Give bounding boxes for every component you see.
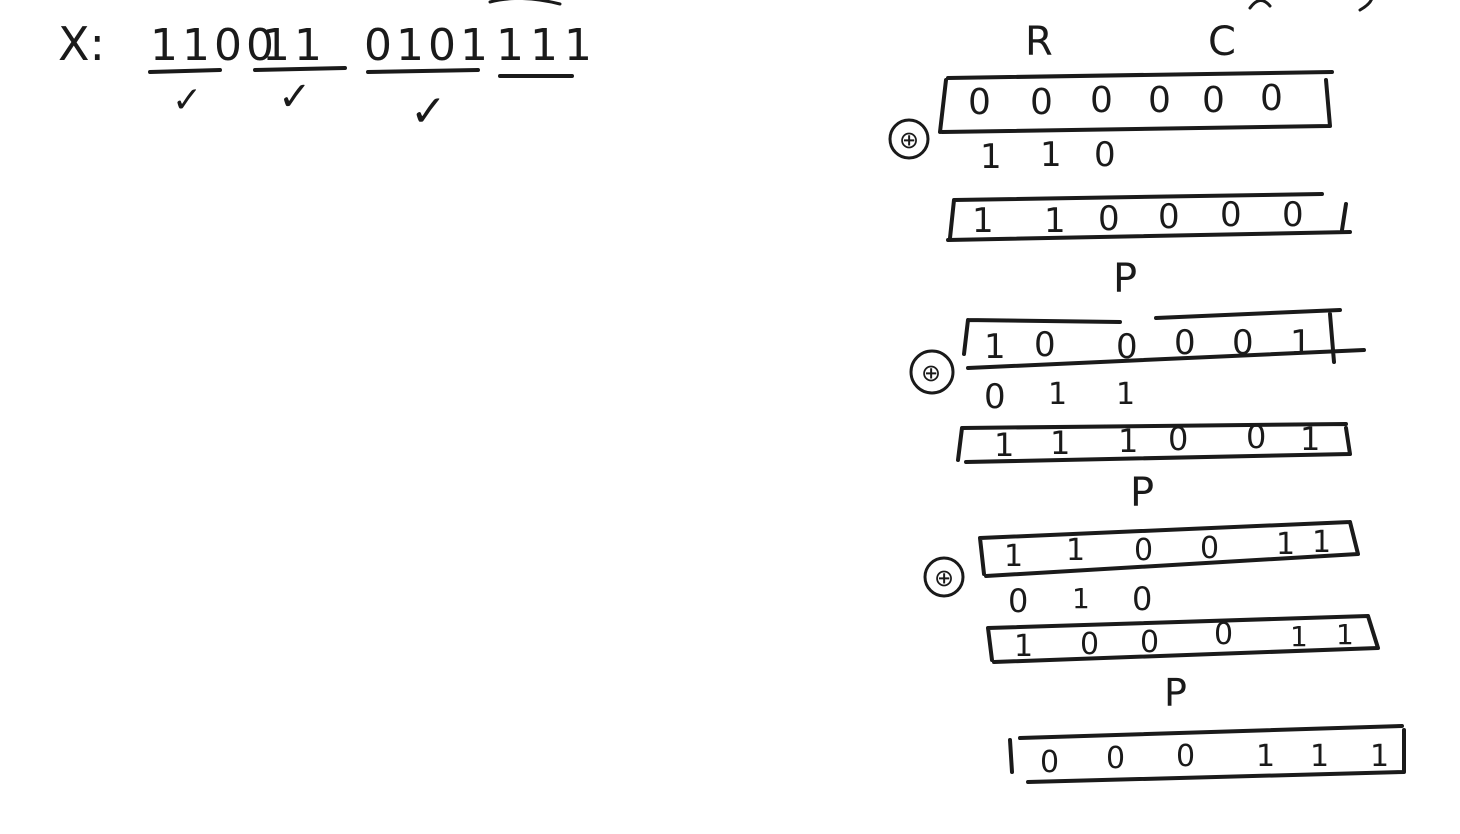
round-3-perm-bit-3: 0 xyxy=(1176,739,1195,774)
round-3-absorb-bit-2: 1 xyxy=(1072,582,1090,615)
round-3-absorb-bit-3: 0 xyxy=(1132,580,1152,618)
round-3-xor-state-box xyxy=(986,614,1380,664)
input-block-2: 11 xyxy=(262,20,326,71)
round-3-absorb-bit-1: 0 xyxy=(1008,582,1028,620)
initial-bit-1: 0 xyxy=(968,82,991,123)
round-3-xor-bit-4: 0 xyxy=(1214,617,1233,652)
initial-bit-3: 0 xyxy=(1090,80,1113,121)
round-3: ⊕ 0 1 0 1 0 0 0 1 1 P 0 0 0 1 1 1 xyxy=(923,556,1406,784)
round-2-absorb-bit-1: 0 xyxy=(984,377,1006,417)
round-3-perm-bit-2: 0 xyxy=(1106,741,1125,776)
round-2-xor-bit-6: 1 xyxy=(1300,420,1320,458)
sponge-diagram: R C 0 0 0 0 0 0 ⊕ 1 1 0 1 1 0 0 0 0 P xyxy=(888,19,1406,784)
round-1-perm-bit-4: 0 xyxy=(1174,323,1196,363)
initial-bit-6: 0 xyxy=(1260,78,1283,119)
round-3-perm-bit-1: 0 xyxy=(1040,745,1059,780)
round-1-perm-bit-3: 0 xyxy=(1116,327,1138,367)
round-3-xor-bit-3: 0 xyxy=(1140,625,1159,660)
round-3-xor-bit-2: 0 xyxy=(1080,627,1099,662)
round-1-perm-state-box xyxy=(962,308,1366,370)
round-1-perm-bit-6: 1 xyxy=(1290,323,1312,363)
round-2-absorb-bit-2: 1 xyxy=(1048,377,1067,412)
round-1-xor-circle xyxy=(888,118,930,160)
round-3-xor-bit-5: 1 xyxy=(1290,620,1308,653)
round-2-perm-bit-4: 0 xyxy=(1200,531,1219,566)
round-3-perm-state-box xyxy=(1008,724,1406,784)
input-block-4: 111 xyxy=(496,20,598,71)
input-label: X: xyxy=(58,17,105,71)
round-2-absorb-bit-3: 1 xyxy=(1116,377,1135,412)
round-3-perm-bit-4: 1 xyxy=(1256,739,1275,774)
round-1-xor-bit-5: 0 xyxy=(1220,195,1242,235)
round-1-xor-bit-6: 0 xyxy=(1282,195,1304,235)
round-1-absorb-bit-1: 1 xyxy=(980,137,1002,177)
round-2-perm-bit-5: 1 xyxy=(1276,527,1295,562)
round-2-perm-bit-3: 0 xyxy=(1134,533,1153,568)
round-2: ⊕ 0 1 1 1 1 1 0 0 1 P 1 1 0 0 1 1 xyxy=(909,349,1360,578)
round-1-xor-bit-3: 0 xyxy=(1098,199,1120,239)
round-2-xor-mark: ⊕ xyxy=(921,359,941,387)
initial-state-register: 0 0 0 0 0 0 xyxy=(938,70,1334,134)
round-1-permutation-label: P xyxy=(1113,256,1137,302)
round-1-xor-state-box xyxy=(946,192,1352,242)
round-2-xor-state-box xyxy=(956,422,1352,464)
input-block-3-check: ✓ xyxy=(410,86,447,137)
round-2-perm-bit-6: 1 xyxy=(1312,525,1331,560)
input-block-2-check: ✓ xyxy=(278,74,312,120)
round-3-permutation-label: P xyxy=(1164,671,1187,715)
round-1-xor-bit-1: 1 xyxy=(972,201,994,241)
round-3-perm-bit-6: 1 xyxy=(1370,739,1389,774)
initial-bit-2: 0 xyxy=(1030,82,1053,123)
round-1-xor-bit-4: 0 xyxy=(1158,197,1180,237)
round-1-xor-bit-2: 1 xyxy=(1044,201,1066,241)
round-1-perm-bit-2: 0 xyxy=(1034,325,1056,365)
round-2-perm-bit-1: 1 xyxy=(1004,539,1023,574)
input-block-2-underline xyxy=(253,66,347,72)
initial-state-box xyxy=(938,70,1334,134)
round-2-xor-bit-2: 1 xyxy=(1050,424,1070,462)
round-3-xor-bit-1: 1 xyxy=(1014,629,1033,664)
round-3-xor-bit-6: 1 xyxy=(1336,618,1354,651)
round-3-xor-mark: ⊕ xyxy=(934,564,954,592)
round-2-xor-circle xyxy=(909,349,955,395)
round-3-perm-bit-5: 1 xyxy=(1310,739,1329,774)
round-1-perm-bit-5: 0 xyxy=(1232,323,1254,363)
round-1-absorb-bit-3: 0 xyxy=(1094,135,1116,175)
round-1-xor-mark: ⊕ xyxy=(899,126,919,154)
input-block-3-underline xyxy=(366,68,480,74)
round-2-xor-bit-4: 0 xyxy=(1168,420,1188,458)
round-1-absorb-bit-2: 1 xyxy=(1040,135,1062,175)
initial-bit-5: 0 xyxy=(1202,80,1225,121)
round-3-xor-circle xyxy=(923,556,965,598)
round-1-perm-bit-1: 1 xyxy=(984,327,1006,367)
round-2-xor-bit-3: 1 xyxy=(1118,422,1138,460)
rate-label: R xyxy=(1025,19,1053,65)
cropped-strokes xyxy=(488,0,1373,12)
input-block-1: 1100 xyxy=(150,20,278,71)
capacity-label: C xyxy=(1208,19,1236,65)
input-block-3: 0101 xyxy=(364,20,492,71)
round-2-perm-state-box xyxy=(978,520,1360,578)
round-2-xor-bit-5: 0 xyxy=(1246,418,1266,456)
round-2-perm-bit-2: 1 xyxy=(1066,533,1085,568)
round-2-permutation-label: P xyxy=(1130,470,1154,516)
input-block-1-underline xyxy=(148,68,222,74)
input-message: X: 1100 ✓ 11 ✓ 0101 ✓ 111 xyxy=(58,17,598,137)
initial-bit-4: 0 xyxy=(1148,80,1171,121)
round-2-xor-bit-1: 1 xyxy=(994,426,1014,464)
input-block-1-check: ✓ xyxy=(172,80,202,121)
round-1: ⊕ 1 1 0 1 1 0 0 0 0 P 1 0 0 0 0 1 xyxy=(888,118,1366,370)
